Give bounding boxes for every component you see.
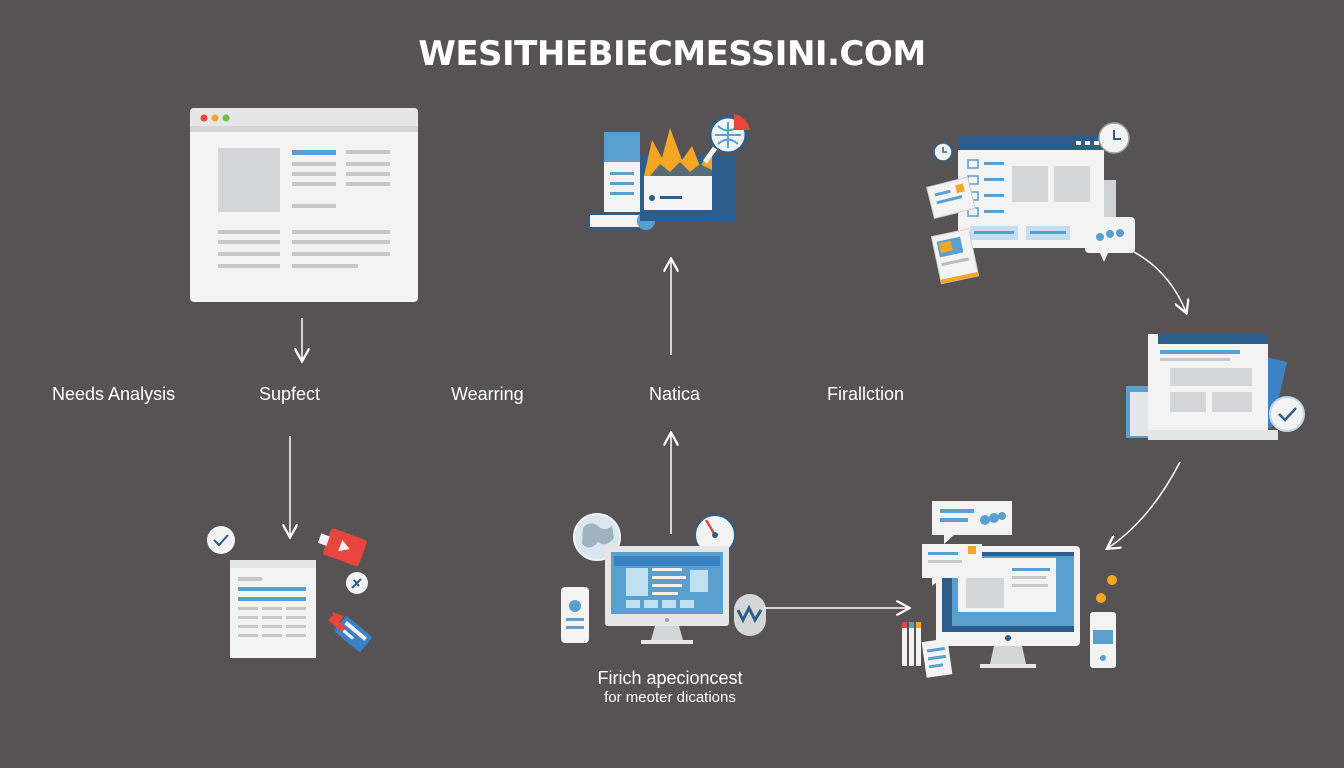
wordpress-badge-icon [734, 594, 766, 636]
wireframe-screens-icon [926, 136, 1116, 285]
caption-line-2: for meoter dications [604, 689, 736, 706]
chat-bubble-icon [1085, 217, 1135, 262]
clock-icon [1098, 122, 1130, 154]
stage-label-wearring: Wearring [451, 384, 524, 404]
browser-window-icon [190, 108, 418, 302]
document-check-icon [1126, 334, 1287, 440]
checkmark-icon [207, 526, 235, 554]
page-title: WESITHEBIECMESSINI.COM [418, 34, 926, 74]
stage-label-firallction: Firallction [827, 384, 905, 404]
chat-bubble-icon [932, 501, 1012, 544]
tools-icon [328, 572, 372, 652]
caption-line-1: Firich apecioncest [597, 668, 743, 688]
analytics-books-icon [588, 114, 750, 230]
youtube-tag-icon [317, 528, 367, 567]
arrow-wireframes-to-document [1133, 251, 1186, 312]
arrow-document-to-desktop [1108, 461, 1181, 548]
document-icon [230, 560, 316, 658]
stage-label-natica: Natica [649, 384, 701, 404]
pencils-icon [902, 622, 953, 678]
desktop-monitor-icon [605, 546, 729, 644]
smartphone-icon [1090, 575, 1117, 668]
stage-label-supfect: Supfect [259, 384, 321, 404]
stage-label-needs-analysis: Needs Analysis [52, 384, 176, 404]
document-icon [922, 544, 982, 586]
smartphone-icon [561, 587, 589, 643]
checkmark-icon [1269, 396, 1305, 432]
